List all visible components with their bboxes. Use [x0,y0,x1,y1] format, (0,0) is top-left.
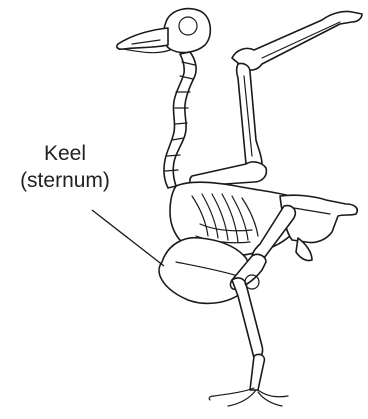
keel-label-line2: (sternum) [0,167,130,194]
keel-leader-line [92,210,164,266]
keel-label: Keel (sternum) [0,140,130,194]
pelvis-and-tail [280,195,357,260]
keel-label-line1: Keel [0,140,130,167]
wing [190,11,362,186]
neck-vertebrae [164,52,196,188]
skull [117,9,211,53]
